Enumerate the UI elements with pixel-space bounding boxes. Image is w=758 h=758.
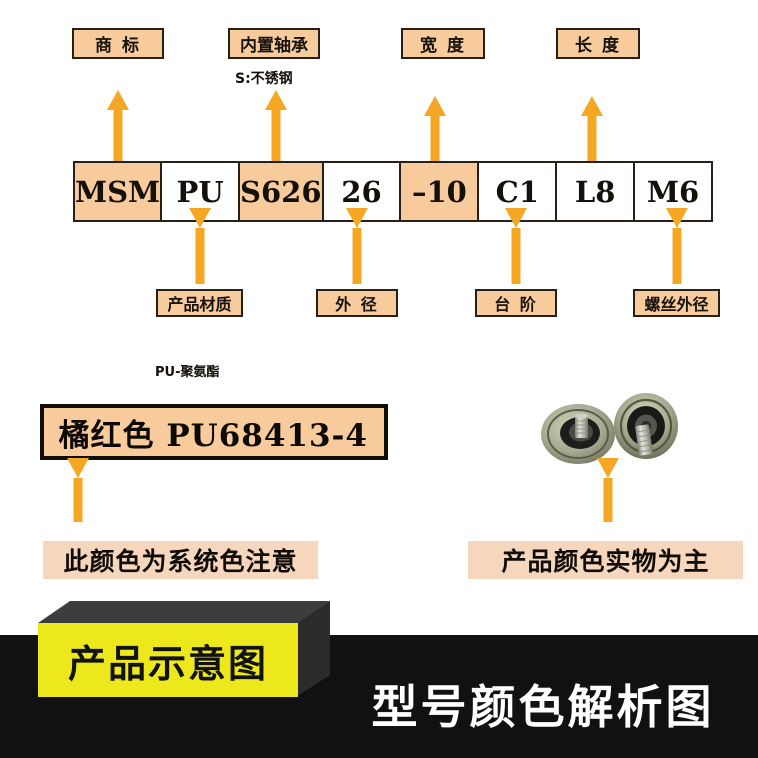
product-photo [534,392,694,470]
arrow-shaft [195,228,205,284]
arrow-shaft [603,478,613,522]
arrow-head [424,96,446,116]
top-label-width: 宽 度 [401,28,485,59]
bottom-label-outer-diameter-text: 外 径 [335,295,379,314]
arrow-head [581,96,603,116]
product-tag-box-top [38,601,330,623]
top-label-length: 长 度 [556,28,640,59]
arrow-head [107,90,129,110]
code-cell-l8: L8 [557,163,636,220]
top-label-builtin-bearing: 内置轴承 [228,28,320,59]
arrow-shaft [587,113,597,175]
note-system-color: 此颜色为系统色注意 [43,541,318,579]
product-tag-text: 产品示意图 [67,641,268,686]
arrow-head [346,208,368,228]
arrow-shaft [73,478,83,522]
top-label-brand-text: 商 标 [95,36,141,56]
footer-banner-title: 型号颜色解析图 [356,672,730,736]
footer-banner-title-text: 型号颜色解析图 [371,680,715,734]
code-cell-10: –10 [401,163,480,220]
bearing-wheel-right [614,393,678,459]
arrow-shaft [352,228,362,284]
note-system-color-text: 此颜色为系统色注意 [63,547,298,576]
bottom-label-step-text: 台 阶 [494,295,538,314]
arrow-head [67,458,89,478]
code-cell-s626: S626 [240,163,324,220]
note-actual-color-text: 产品颜色实物为主 [501,547,710,576]
bottom-label-material: 产品材质 [156,289,243,317]
arrow-head [666,208,688,228]
code-cell-26: 26 [324,163,402,220]
code-cell-m6: M6 [646,174,700,209]
color-code-banner: 橘红色 PU68413-4 [40,404,388,460]
top-label-length-text: 长 度 [575,36,621,56]
arrow-shaft [113,107,123,175]
product-tag-box: 产品示意图 [38,601,330,697]
arrow-head [597,458,619,478]
color-code-text: 橘红色 PU68413-4 [58,417,368,454]
stainless-steel-note: S:不锈钢 [235,71,293,87]
arrow-shaft [430,113,440,175]
arrow-head [189,208,211,228]
product-tag-box-face: 产品示意图 [38,623,298,697]
pu-material-note: PU-聚氨酯 [155,365,220,380]
arrow-shaft [672,228,682,284]
code-cell-c1: C1 [479,163,558,220]
bottom-label-screw-diameter-text: 螺丝外径 [644,295,709,314]
code-cell-pu: PU [162,163,241,220]
arrow-shaft [511,228,521,284]
bottom-label-outer-diameter: 外 径 [316,289,398,317]
model-code-strip: MSM PU S626 26 –10 C1 L8 M6 [73,161,713,222]
top-label-width-text: 宽 度 [420,36,466,56]
arrow-head [505,208,527,228]
arrow-head [265,90,287,110]
bottom-label-screw-diameter: 螺丝外径 [633,289,720,317]
code-cell-msm: MSM [75,163,163,220]
top-label-brand: 商 标 [72,28,164,59]
bottom-label-step: 台 阶 [475,289,557,317]
bearing-wheels-illustration [541,393,678,464]
bottom-label-material-text: 产品材质 [167,295,232,314]
top-label-builtin-bearing-text: 内置轴承 [240,36,308,56]
arrow-shaft [271,107,281,175]
note-actual-color: 产品颜色实物为主 [468,541,743,579]
bearing-wheel-left [541,404,615,464]
